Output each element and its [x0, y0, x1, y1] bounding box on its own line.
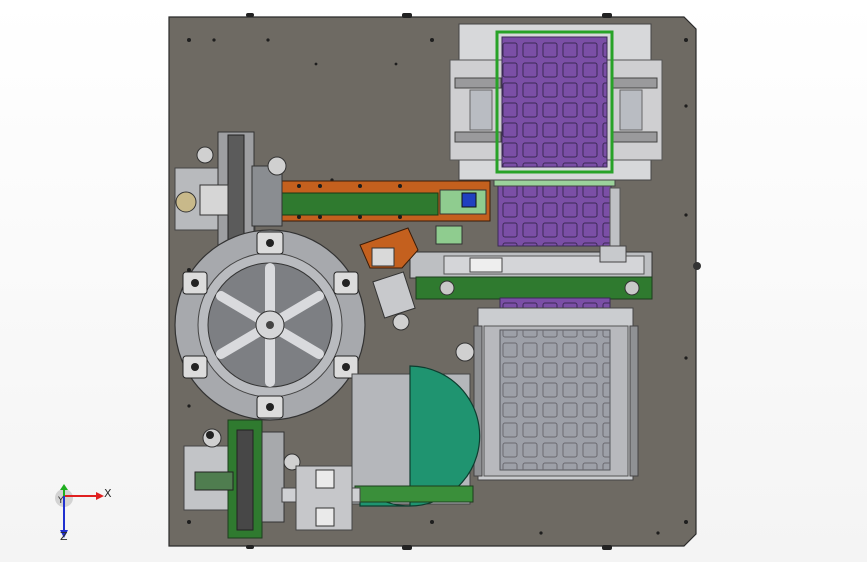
feed-conveyor-belt	[277, 192, 439, 216]
upper-tray-green-frame	[495, 30, 614, 174]
feeder-motor	[175, 191, 197, 213]
side-knob	[693, 262, 701, 270]
axis-triad	[55, 484, 104, 538]
plate-feet	[246, 13, 612, 550]
camera-module	[372, 271, 416, 319]
y-axis-label: Y	[58, 496, 64, 506]
x-axis-label: X	[104, 487, 112, 500]
z-axis-label: Z	[60, 530, 68, 543]
